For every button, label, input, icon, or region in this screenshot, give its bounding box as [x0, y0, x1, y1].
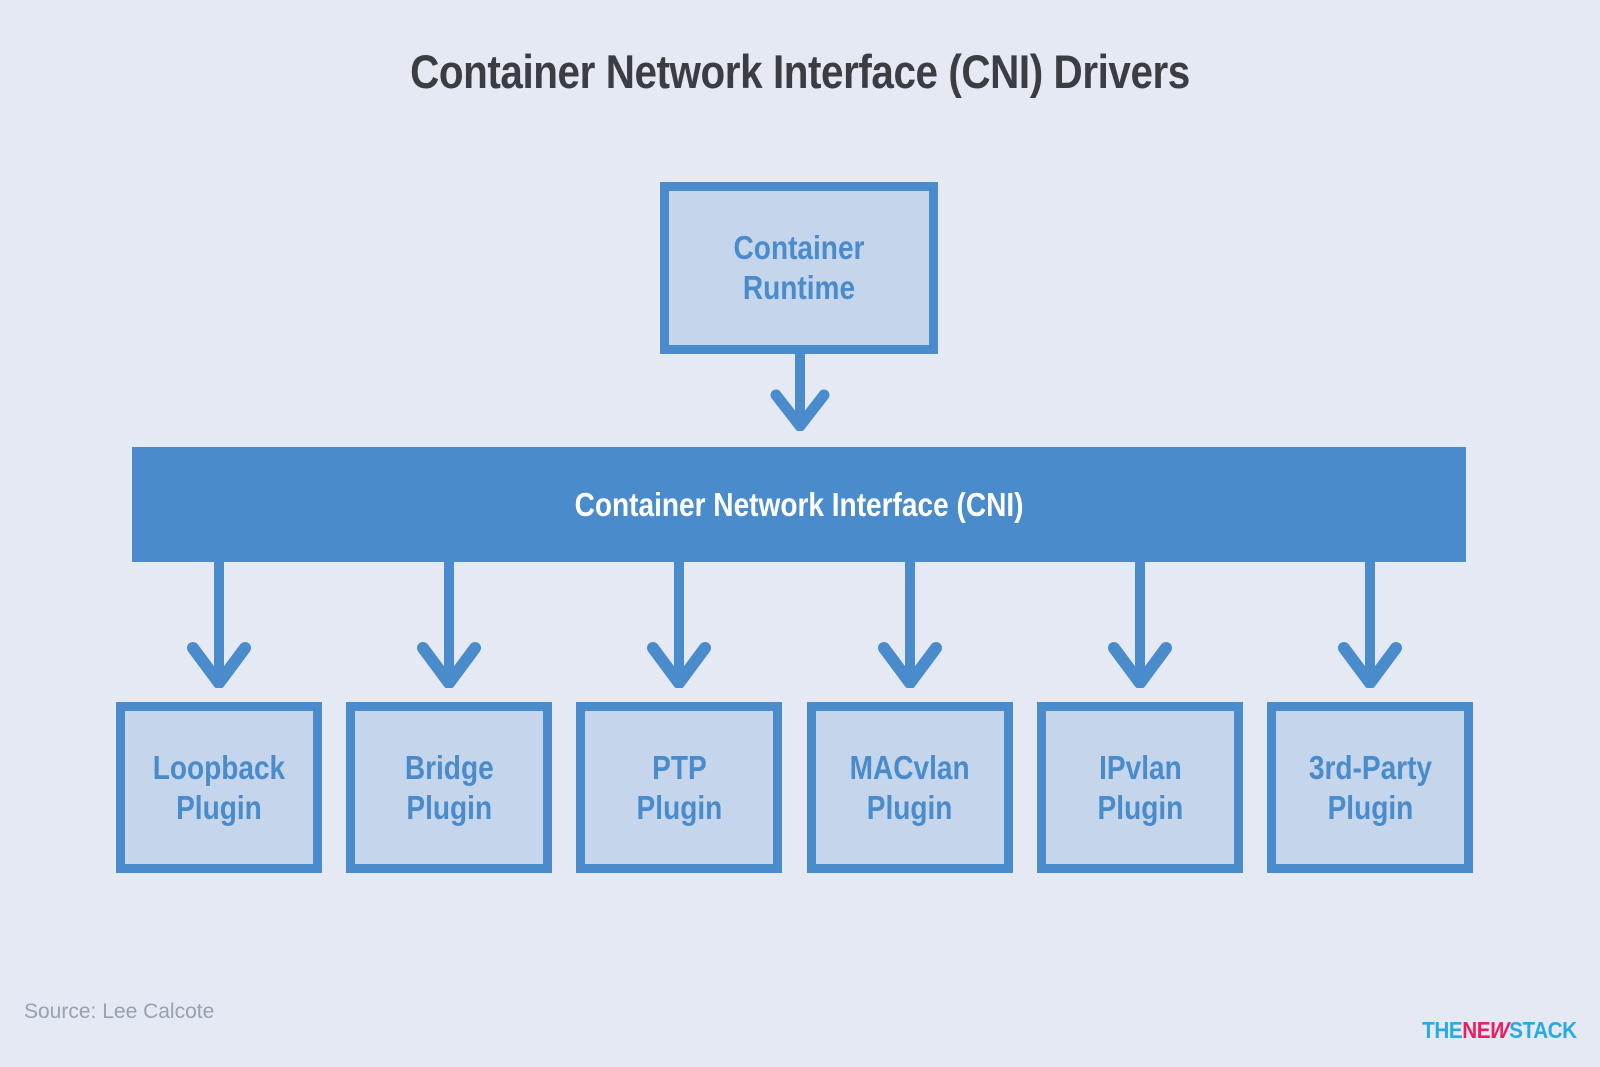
thirdparty-plugin-label: 3rd-Party Plugin: [1308, 748, 1431, 827]
macvlan-plugin-label: MACvlan Plugin: [850, 748, 970, 827]
thirdparty-plugin-node: 3rd-Party Plugin: [1267, 702, 1473, 873]
container-runtime-label-line2: Runtime: [742, 269, 856, 306]
cni-to-macvlan-arrow-icon: [878, 562, 942, 688]
ptp-plugin-label-line2: Plugin: [636, 788, 722, 826]
loopback-plugin-label: Loopback Plugin: [153, 748, 285, 827]
ptp-plugin-label-line1: PTP: [651, 748, 707, 786]
ipvlan-plugin-node: IPvlan Plugin: [1037, 702, 1243, 873]
logo-stack: STACK: [1509, 1017, 1577, 1043]
container-runtime-node: Container Runtime: [660, 182, 938, 354]
ipvlan-plugin-label-line1: IPvlan: [1098, 748, 1182, 786]
cni-bar-node: Container Network Interface (CNI): [132, 447, 1466, 562]
bridge-plugin-node: Bridge Plugin: [346, 702, 552, 873]
container-runtime-label: Container Runtime: [734, 228, 865, 307]
container-runtime-label-line1: Container: [733, 229, 865, 267]
ptp-plugin-node: PTP Plugin: [576, 702, 782, 873]
macvlan-plugin-node: MACvlan Plugin: [807, 702, 1013, 873]
cni-to-loopback-arrow-icon: [187, 562, 251, 688]
macvlan-plugin-label-line2: Plugin: [867, 788, 953, 826]
page-title: Container Network Interface (CNI) Driver…: [410, 45, 1190, 98]
loopback-plugin-label-line2: Plugin: [176, 788, 262, 826]
ipvlan-plugin-label-line2: Plugin: [1097, 788, 1183, 826]
cni-to-bridge-arrow-icon: [417, 562, 481, 688]
loopback-plugin-label-line1: Loopback: [152, 748, 286, 786]
thirdparty-plugin-label-line2: Plugin: [1327, 788, 1413, 826]
logo-ne: NE: [1462, 1017, 1491, 1043]
bridge-plugin-label-line2: Plugin: [406, 788, 492, 826]
runtime-to-cni-arrow-icon: [768, 353, 832, 431]
loopback-plugin-node: Loopback Plugin: [116, 702, 322, 873]
logo-the: THE: [1422, 1017, 1463, 1043]
cni-to-ptp-arrow-icon: [647, 562, 711, 688]
source-credit: Source: Lee Calcote: [24, 1000, 215, 1023]
cni-to-3rdparty-arrow-icon: [1338, 562, 1402, 688]
cni-bar-label: Container Network Interface (CNI): [574, 485, 1024, 523]
bridge-plugin-label: Bridge Plugin: [405, 748, 494, 827]
cni-to-ipvlan-arrow-icon: [1108, 562, 1172, 688]
thirdparty-plugin-label-line1: 3rd-Party: [1308, 748, 1432, 786]
bridge-plugin-label-line1: Bridge: [404, 748, 494, 786]
thenewstack-logo: THENEWSTACK: [1422, 1017, 1577, 1044]
macvlan-plugin-label-line1: MACvlan: [849, 748, 971, 786]
ptp-plugin-label: PTP Plugin: [636, 748, 722, 827]
ipvlan-plugin-label: IPvlan Plugin: [1097, 748, 1183, 827]
